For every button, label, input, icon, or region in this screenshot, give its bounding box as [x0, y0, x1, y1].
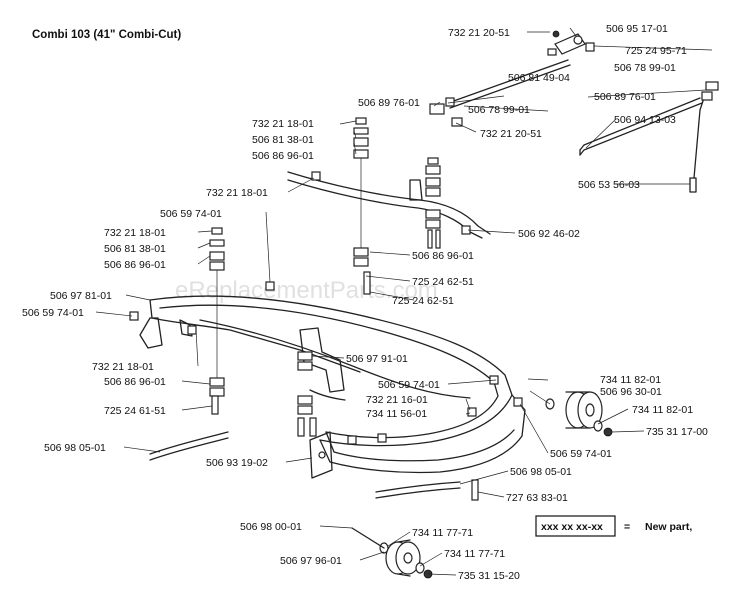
- leader-lines: [95, 27, 713, 576]
- part-label: 725 24 95-71: [625, 45, 687, 57]
- part-label: 732 21 20-51: [480, 128, 542, 140]
- part-label: 727 63 83-01: [506, 492, 568, 504]
- part-label: 506 93 19-02: [206, 457, 268, 469]
- part-label: 506 86 96-01: [412, 250, 474, 262]
- legend-code: xxx xx xx-xx: [541, 521, 603, 533]
- part-label: 506 53 56-03: [578, 179, 640, 191]
- part-label: 506 81 38-01: [252, 134, 314, 146]
- part-label: 725 24 62-51: [412, 276, 474, 288]
- legend-box: [535, 515, 616, 537]
- part-label: 734 11 77-71: [444, 548, 505, 560]
- main-deck-frame: [149, 295, 526, 474]
- part-label: 732 21 18-01: [206, 187, 268, 199]
- part-label: 725 24 61-51: [104, 405, 166, 417]
- roller-front: [351, 527, 433, 579]
- part-label: 732 21 16-01: [366, 394, 428, 406]
- rod-end-fittings: [429, 30, 719, 127]
- part-label: 734 11 82-01: [632, 404, 693, 416]
- part-label: 506 97 81-01: [50, 290, 112, 302]
- part-label: 735 31 15-20: [458, 570, 520, 582]
- part-label: 506 98 00-01: [240, 521, 302, 533]
- bushing-stacks: [209, 117, 441, 437]
- part-label: 506 59 74-01: [550, 448, 612, 460]
- part-label: 506 89 76-01: [358, 97, 420, 109]
- front-bracket: [309, 431, 333, 479]
- part-label: 506 81 38-01: [104, 243, 166, 255]
- part-label: 506 59 74-01: [22, 307, 84, 319]
- part-label: 506 78 99-01: [614, 62, 676, 74]
- part-label: 732 21 18-01: [252, 118, 314, 130]
- legend-equals: =: [624, 521, 630, 533]
- part-label: 506 78 99-01: [468, 104, 530, 116]
- part-label: 506 95 17-01: [606, 23, 668, 35]
- part-label: 506 86 96-01: [252, 150, 314, 162]
- page-title: Combi 103 (41" Combi-Cut): [32, 29, 181, 41]
- part-label: 506 89 76-01: [594, 91, 656, 103]
- part-label: 506 97 91-01: [346, 353, 408, 365]
- part-label: 734 11 56-01: [366, 408, 427, 420]
- part-label: 506 96 30-01: [600, 386, 662, 398]
- part-label: 732 21 18-01: [92, 361, 154, 373]
- straps: [149, 431, 461, 499]
- link-rods: [447, 59, 705, 193]
- side-bracket-left: [139, 317, 193, 349]
- watermark: eReplacementParts.com: [175, 277, 438, 304]
- part-label: 506 94 13-03: [614, 114, 676, 126]
- part-label: 506 59 74-01: [160, 208, 222, 220]
- legend-text: New part,: [645, 521, 692, 533]
- part-label: 732 21 20-51: [448, 27, 510, 39]
- part-label: 506 92 46-02: [518, 228, 580, 240]
- part-label: 735 31 17-00: [646, 426, 708, 438]
- part-label: 732 21 18-01: [104, 227, 166, 239]
- part-label: 506 81 49-04: [508, 72, 570, 84]
- part-label: 506 59 74-01: [378, 379, 440, 391]
- part-label: 506 86 96-01: [104, 376, 166, 388]
- part-labels: 732 21 20-51 506 95 17-01 725 24 95-71 5…: [22, 23, 708, 582]
- part-label: 506 97 96-01: [280, 555, 342, 567]
- part-label: 734 11 77-71: [412, 527, 473, 539]
- new-part-legend: xxx xx xx-xx = New part,: [535, 515, 692, 537]
- part-label: 506 98 05-01: [510, 466, 572, 478]
- part-label: 725 24 62-51: [392, 295, 454, 307]
- part-label: 734 11 82-01: [600, 374, 661, 386]
- roller-right: [545, 391, 613, 437]
- rear-bar: [287, 171, 491, 239]
- part-label: 506 98 05-01: [44, 442, 106, 454]
- part-label: 506 86 96-01: [104, 259, 166, 271]
